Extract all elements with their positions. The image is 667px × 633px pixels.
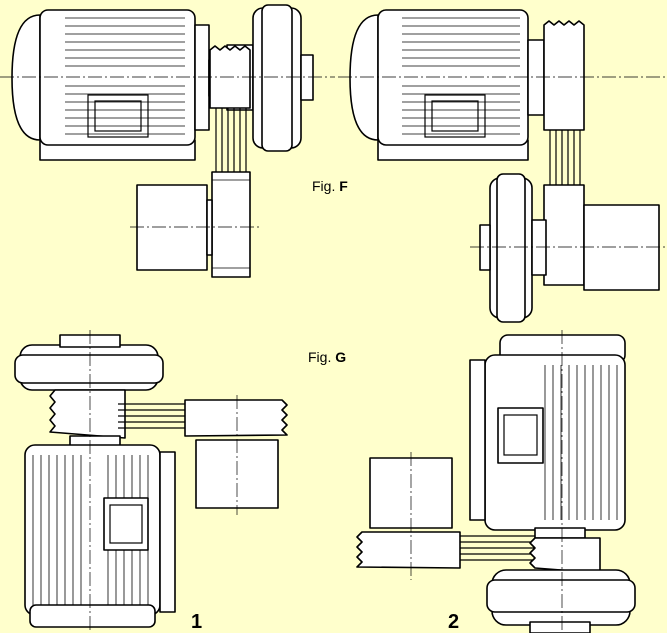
terminal-box [103,497,149,551]
driven-machine [583,204,660,291]
fig-f-left-belt-drive [136,45,251,278]
fig-f-right-belt-drive [543,20,660,291]
pump-cover [14,354,164,384]
upper-pulley [543,20,585,131]
motor-flange [527,39,545,116]
motor-mounting-plate [159,451,176,613]
variant-2-motor [469,334,626,539]
fig-f-left-assembly [0,4,335,278]
driven-shaft [206,199,213,256]
terminal-box-cover [503,414,538,456]
fig-f-label: Fig. F [312,178,348,194]
pump-cover [486,579,636,613]
terminal-box-cover [109,504,143,544]
driven-pulley [184,399,288,437]
motor-end-cap [349,14,379,141]
v-belts [549,130,581,185]
motor-flange [194,24,210,131]
drive-pulley [529,537,601,574]
coupling-hub [49,389,126,439]
fig-g-variant-1-assembly [14,330,288,633]
motor-housing [39,9,196,146]
pump-cover [496,173,526,323]
terminal-box [497,407,544,464]
fig-f-right-motor [349,9,545,161]
v-belts [118,403,185,429]
fig-f-right-drive [479,173,547,323]
driven-pulley [356,531,461,569]
motor-end-cap [11,14,41,141]
terminal-box-cover [431,100,479,132]
fig-g-variant-2-assembly [356,330,636,633]
motor-end-cap [29,604,156,628]
motor-cooling-fins [402,17,520,135]
variant-1-belt-drive [118,399,288,509]
lower-pulley [211,171,251,278]
motor-housing [377,9,529,146]
motor-mounting-plate [469,359,486,521]
terminal-box-cover [94,100,142,132]
variant-2-pump [486,569,636,633]
fig-f-left-motor [11,9,228,161]
fig-f-right-assembly [338,9,667,323]
motor-flange [534,527,586,539]
pump-end-cap [479,224,491,271]
variant-1-pump [14,334,164,439]
variant-2-label: 2 [448,611,459,633]
fig-g-label: Fig. G [308,349,346,365]
variant-1-label: 1 [191,611,202,633]
driven-machine [136,184,208,271]
pump-bottom-cap [529,621,591,633]
lower-pulley [543,184,585,286]
variant-1-motor [24,435,176,628]
coupling-hub [531,219,547,276]
pump-cover [261,4,293,152]
motor-cooling-fins [544,365,618,520]
terminal-box [87,94,149,138]
v-belts [460,535,535,561]
motor-cooling-fins [65,17,185,135]
v-belts [215,108,247,175]
pump-end-cap [300,54,314,101]
terminal-box [424,94,486,138]
